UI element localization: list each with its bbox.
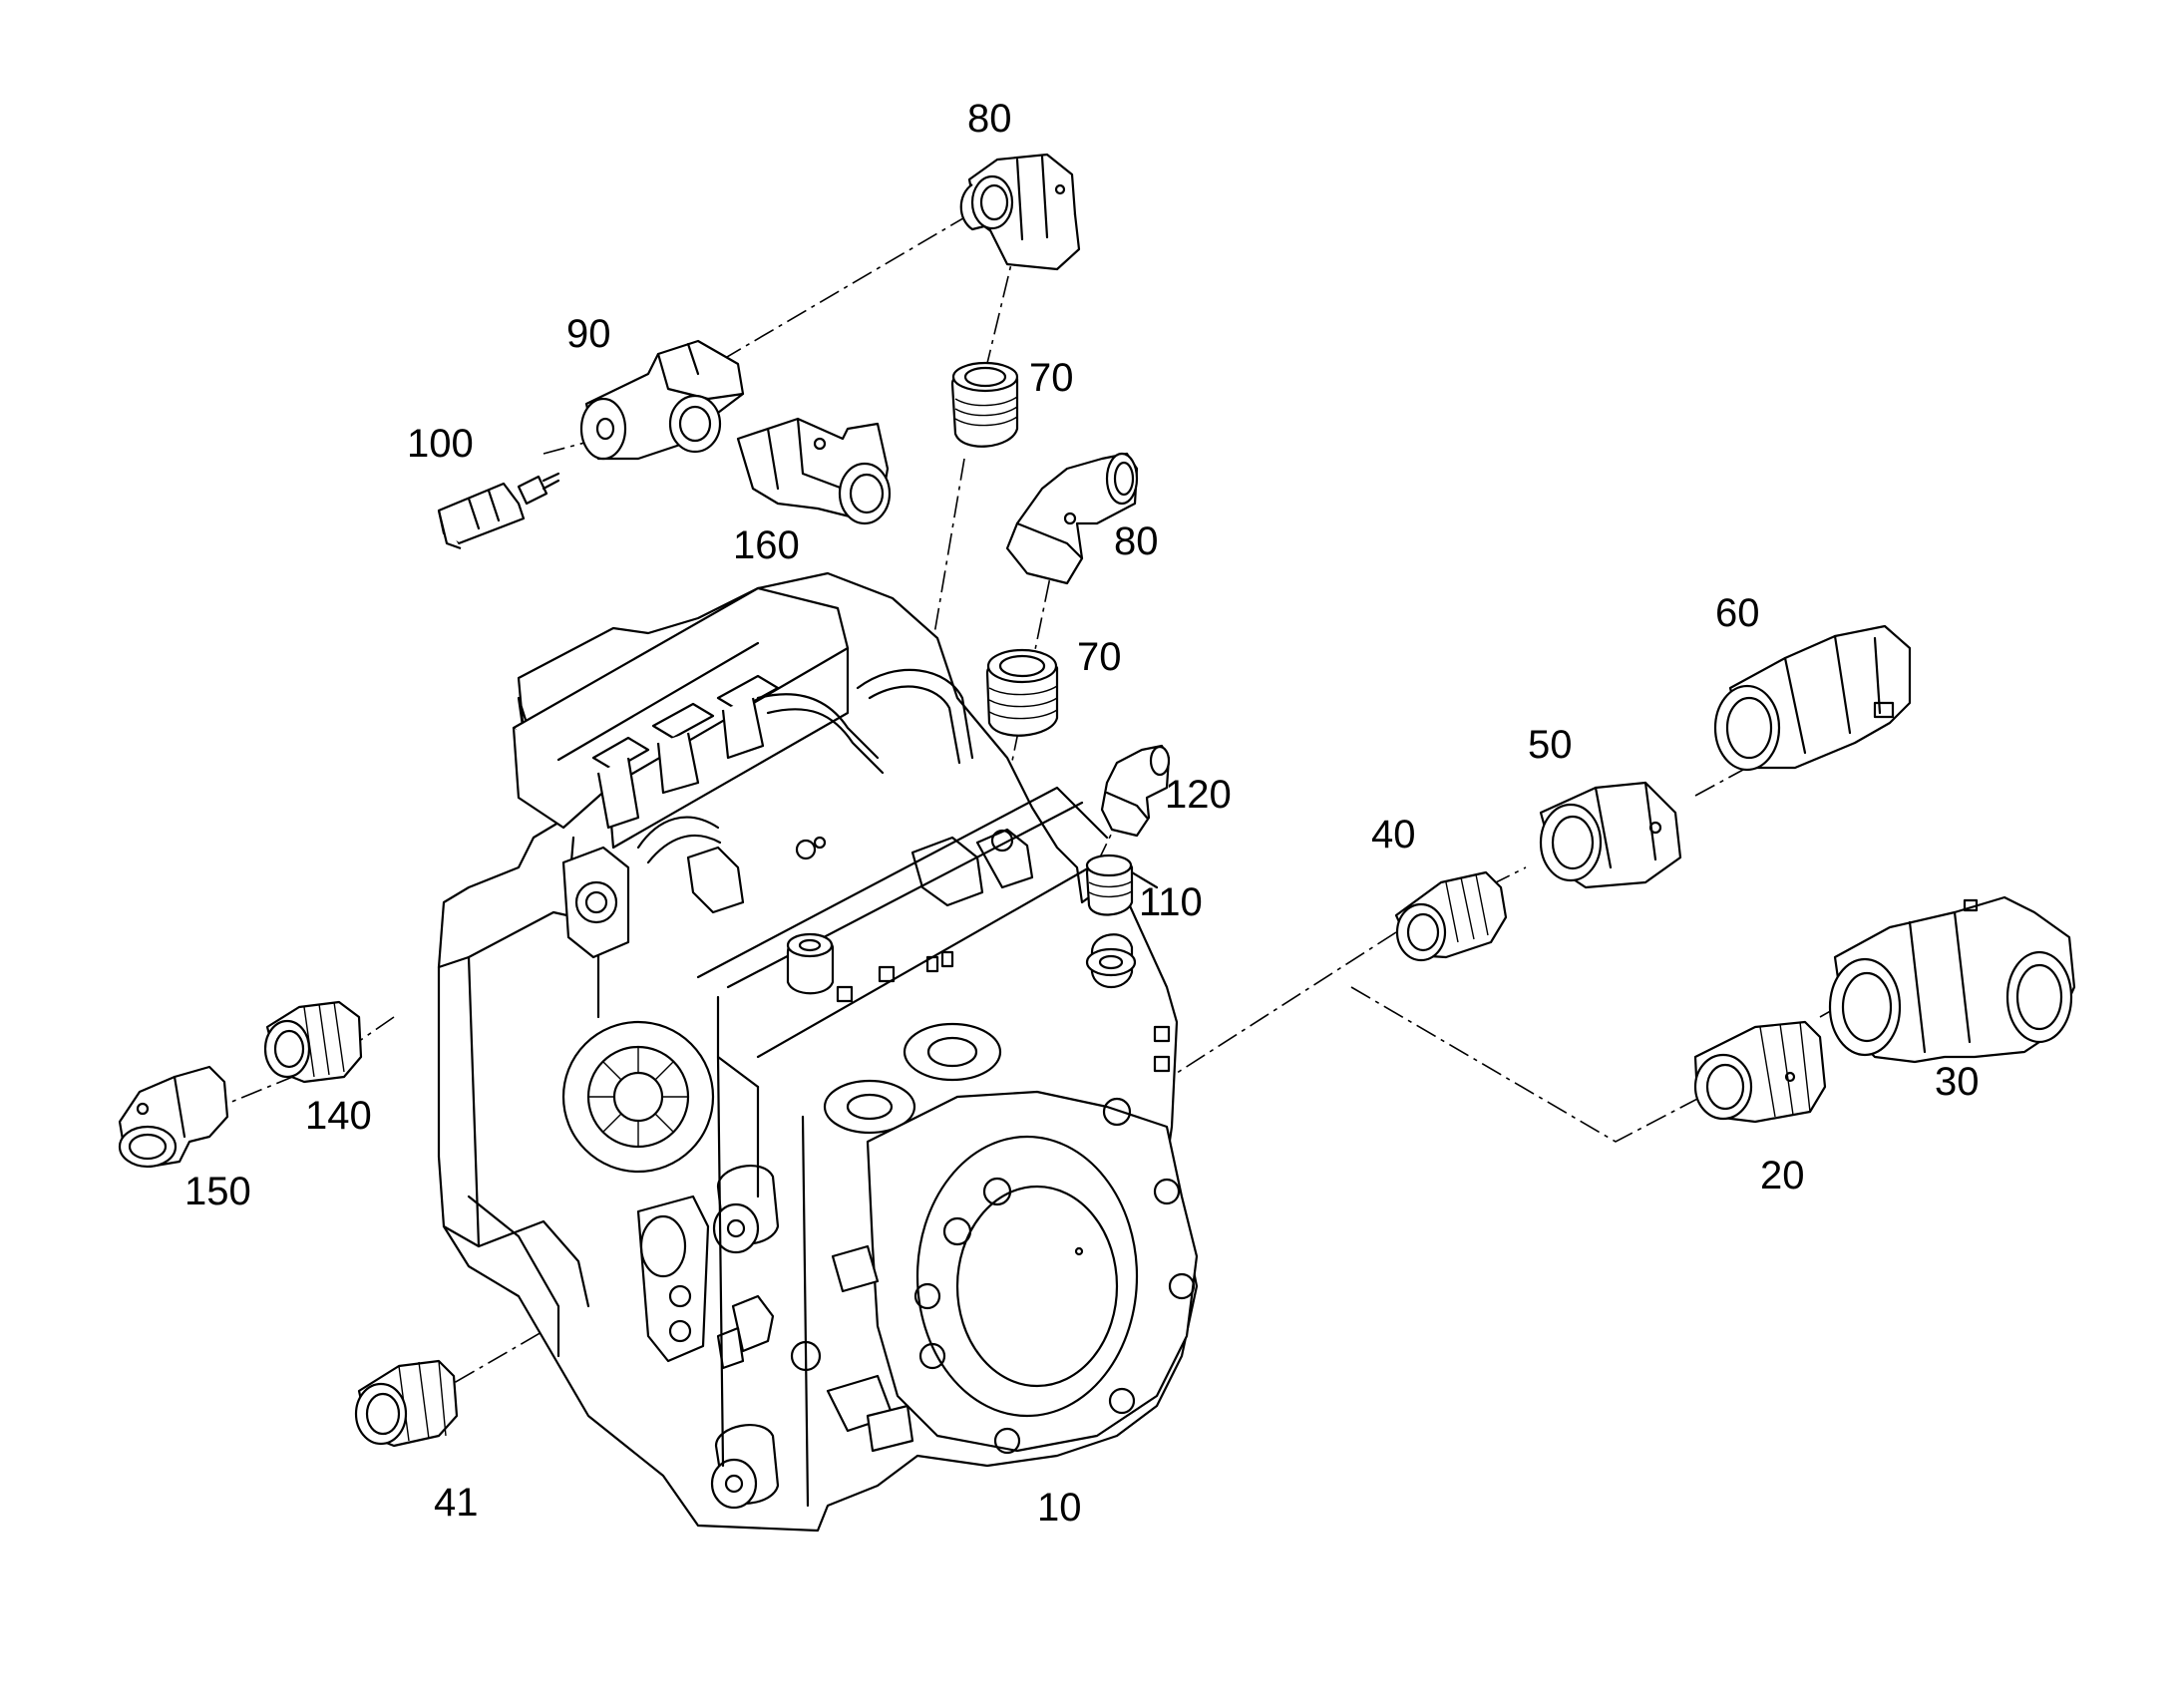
label-30: 30 xyxy=(1935,1060,1980,1104)
adapter-40 xyxy=(1394,870,1508,962)
nut-50 xyxy=(1539,781,1682,889)
pump-body-10 xyxy=(437,571,1199,1533)
adapter-20 xyxy=(1693,1020,1827,1124)
union-fitting-60 xyxy=(1713,624,1912,772)
adapter-70-middle xyxy=(985,648,1059,737)
label-150: 150 xyxy=(184,1170,251,1213)
elbow-fitting-30 xyxy=(1828,895,2076,1064)
plug-41 xyxy=(354,1359,459,1448)
adapter-70-top xyxy=(950,361,1019,448)
small-adapter-110 xyxy=(1085,854,1134,916)
pressure-sensor-100 xyxy=(437,472,560,550)
label-50: 50 xyxy=(1528,723,1573,767)
label-160: 160 xyxy=(733,523,800,567)
small-elbow-120 xyxy=(1100,744,1171,838)
elbow-fitting-80-top xyxy=(959,153,1081,271)
label-100: 100 xyxy=(407,422,474,466)
elbow-fitting-80-middle xyxy=(1005,452,1139,585)
label-40: 40 xyxy=(1371,813,1416,856)
adapter-140 xyxy=(263,1000,363,1084)
label-60: 60 xyxy=(1715,591,1760,635)
tee-fitting-90 xyxy=(579,339,745,461)
part-labels: 80 90 100 70 80 160 70 60 50 120 40 110 … xyxy=(184,97,1980,1530)
label-20: 20 xyxy=(1760,1154,1805,1197)
label-120: 120 xyxy=(1165,773,1232,817)
label-10: 10 xyxy=(1037,1486,1082,1530)
label-140: 140 xyxy=(305,1094,372,1138)
label-90: 90 xyxy=(566,312,611,356)
label-41: 41 xyxy=(434,1481,479,1525)
label-70-top: 70 xyxy=(1029,356,1074,400)
label-70-middle: 70 xyxy=(1077,635,1122,679)
elbow-fitting-150 xyxy=(118,1065,229,1169)
label-80-middle: 80 xyxy=(1114,519,1159,563)
label-80-top: 80 xyxy=(967,97,1012,141)
fitting-160 xyxy=(736,417,892,525)
label-110: 110 xyxy=(1139,880,1203,924)
